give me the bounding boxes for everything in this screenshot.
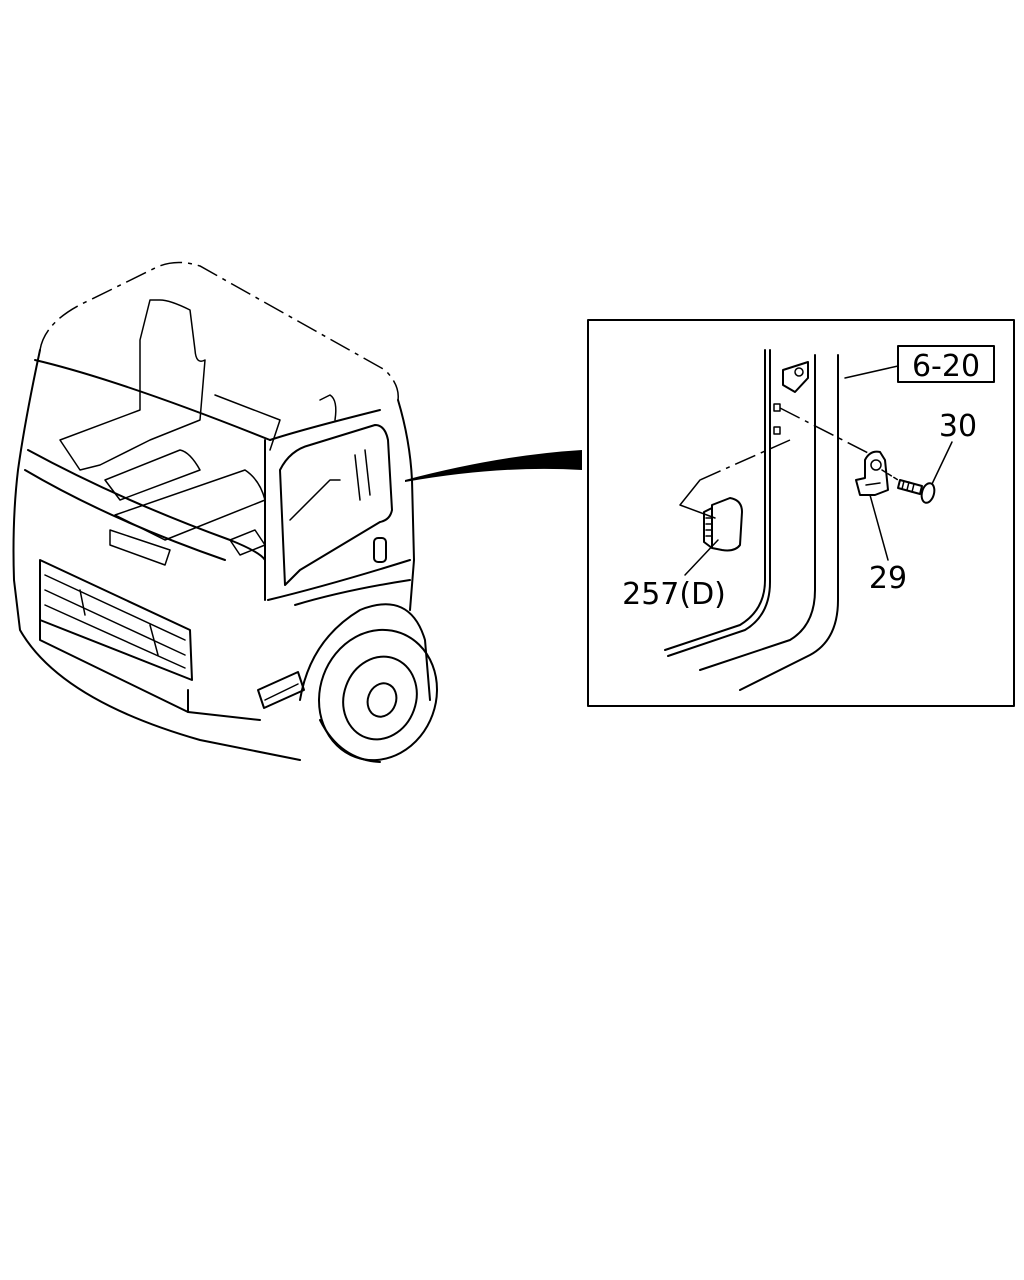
- callout-30: 30: [939, 409, 977, 444]
- detail-pointer: [405, 450, 582, 482]
- part-257d-pad: [703, 497, 743, 552]
- detail-frame: [587, 319, 1015, 707]
- callout-257d: 257(D): [622, 577, 726, 612]
- reference-box-label: 6-20: [912, 349, 980, 384]
- truck-cab-illustration: [12, 261, 582, 763]
- part-30-bolt: [881, 469, 936, 504]
- part-29-bracket: [855, 450, 889, 496]
- detail-view: 6-20 30 29 257(D): [587, 319, 1015, 707]
- callout-29: 29: [869, 561, 907, 596]
- reference-box: [897, 345, 995, 383]
